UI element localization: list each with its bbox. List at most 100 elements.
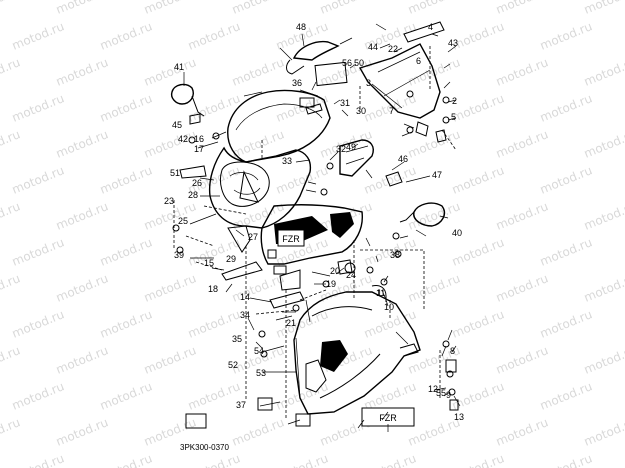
watermark-text: motod.ru [0, 199, 22, 233]
watermark-text: motod.ru [582, 415, 625, 449]
callout-14: 14 [240, 292, 250, 302]
cowling-stay [358, 43, 441, 119]
watermark-text: motod.ru [230, 415, 286, 449]
guide-lines [173, 46, 457, 420]
watermark-text: motod.ru [362, 163, 418, 197]
callout-5: 5 [451, 112, 456, 122]
watermark-text: motod.ru [142, 55, 198, 89]
watermark-text: motod.ru [538, 163, 594, 197]
watermark-text: motod.ru [274, 451, 330, 468]
side-cowl-upper [260, 203, 363, 265]
watermark-text: motod.ru [494, 199, 550, 233]
watermark-text: motod.ru [538, 19, 594, 53]
callout-55: 55 [436, 388, 446, 398]
callout-49: 49 [346, 142, 356, 152]
watermark-text: motod.ru [450, 235, 506, 269]
callout-6: 6 [416, 56, 421, 66]
callout-23: 23 [164, 196, 174, 206]
callout-3: 3 [366, 78, 371, 88]
watermark-text: motod.ru [582, 199, 625, 233]
watermark-text: motod.ru [186, 451, 242, 468]
callout-20: 20 [330, 266, 340, 276]
watermark-text: motod.ru [10, 163, 66, 197]
callout-31: 31 [340, 98, 350, 108]
watermark-text: motod.ru [0, 271, 22, 305]
watermark-text: motod.ru [98, 451, 154, 468]
watermark-text: motod.ru [142, 0, 198, 17]
watermark-text: motod.ru [54, 271, 110, 305]
callout-38: 38 [390, 250, 400, 260]
callout-21: 21 [286, 318, 296, 328]
watermark-text: motod.ru [54, 343, 110, 377]
watermark-text: motod.ru [54, 0, 110, 17]
callout-9: 9 [446, 390, 451, 400]
watermark-text: motod.ru [0, 0, 22, 17]
callout-30: 30 [356, 106, 366, 116]
side-decal-text: FZR [282, 234, 300, 244]
watermark-text: motod.ru [494, 415, 550, 449]
fairing-drawing: FZR FZR [170, 21, 461, 432]
callout-29: 29 [226, 254, 236, 264]
watermark-text: motod.ru [494, 55, 550, 89]
watermark-text: motod.ru [10, 379, 66, 413]
watermark-text: motod.ru [54, 199, 110, 233]
callout-43: 43 [448, 38, 458, 48]
watermark-text: motod.ru [98, 163, 154, 197]
watermark-text: motod.ru [54, 415, 110, 449]
watermark-text: motod.ru [582, 127, 625, 161]
callout-16: 16 [194, 134, 204, 144]
left-mirror [170, 83, 194, 105]
watermark-text: motod.ru [10, 235, 66, 269]
callout-54: 54 [254, 346, 264, 356]
watermark-text: motod.ru [582, 55, 625, 89]
callout-39: 39 [174, 250, 184, 260]
watermark-text: motod.ru [10, 91, 66, 125]
callout-32: 32 [336, 144, 346, 154]
callout-24: 24 [346, 270, 356, 280]
watermark-text: motod.ru [186, 19, 242, 53]
watermark-text: motod.ru [494, 127, 550, 161]
callout-40: 40 [452, 228, 462, 238]
callout-47: 47 [432, 170, 442, 180]
watermark-text: motod.ru [98, 307, 154, 341]
watermark-text: motod.ru [98, 235, 154, 269]
right-mirror [413, 202, 446, 227]
watermark-text: motod.ru [538, 91, 594, 125]
windscreen [227, 89, 331, 163]
watermark-text: motod.ru [450, 19, 506, 53]
callout-46: 46 [398, 154, 408, 164]
watermark-text: motod.ru [0, 55, 22, 89]
watermark-text: motod.ru [450, 91, 506, 125]
callout-34: 34 [240, 310, 250, 320]
watermark-text: motod.ru [582, 343, 625, 377]
callout-8: 8 [450, 346, 455, 356]
callout-56: 56 [342, 58, 352, 68]
callout-27: 27 [248, 232, 258, 242]
fasteners [172, 90, 456, 396]
watermark-text: motod.ru [406, 0, 462, 17]
watermark-text: motod.ru [0, 127, 22, 161]
callout-41: 41 [174, 62, 184, 72]
watermark-text: motod.ru [10, 19, 66, 53]
watermark-text: motod.ru [582, 271, 625, 305]
decal-text: FZR [379, 413, 397, 423]
callout-33: 33 [282, 156, 292, 166]
headlight [219, 161, 270, 207]
leader-lines [183, 23, 461, 432]
watermark-text: motod.ru [450, 307, 506, 341]
watermark-text: motod.ru [494, 0, 550, 17]
watermark-text: motod.ru [406, 271, 462, 305]
watermark-text: motod.ru [0, 343, 22, 377]
callout-35: 35 [232, 334, 242, 344]
callout-53: 53 [256, 368, 266, 378]
watermark-text: motod.ru [98, 91, 154, 125]
callout-37: 37 [236, 400, 246, 410]
callout-11: 11 [376, 288, 385, 298]
watermark-text: motod.ru [494, 271, 550, 305]
watermark-text: motod.ru [230, 55, 286, 89]
callout-15: 15 [204, 258, 214, 268]
callout-10: 10 [384, 302, 394, 312]
callout-19: 19 [326, 279, 336, 289]
watermark-text: motod.ru [98, 379, 154, 413]
